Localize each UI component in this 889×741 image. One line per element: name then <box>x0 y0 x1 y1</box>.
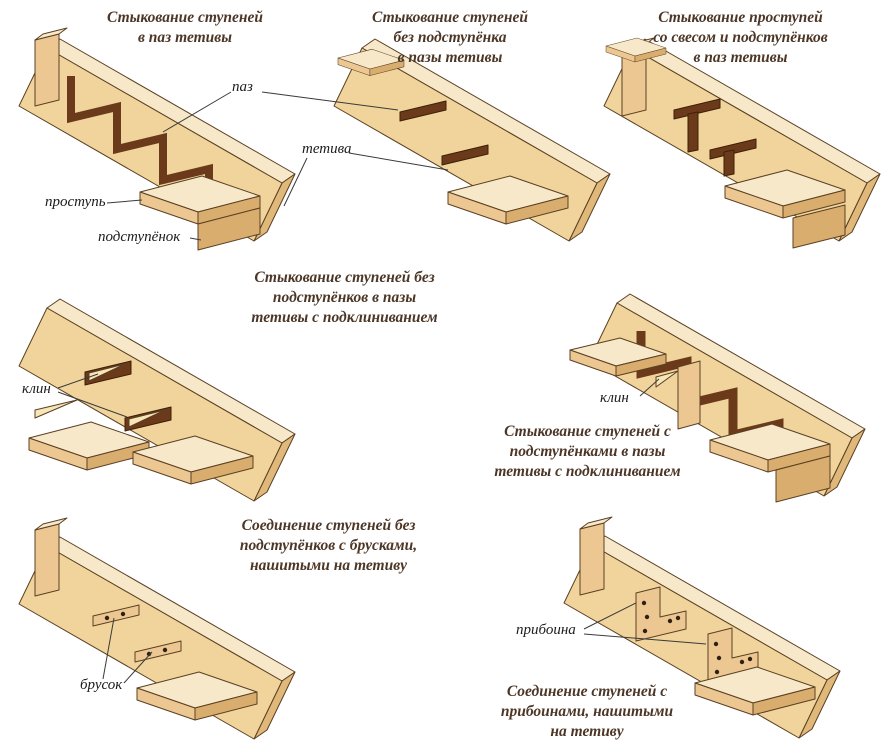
diagram-overhang-joint <box>603 37 881 249</box>
diagram-nailed-blocks <box>563 516 841 739</box>
title-line: тетивы с подклиниванием <box>251 308 438 326</box>
part-label-prostup: проступь <box>45 194 106 210</box>
title-line: подступёнками в пазы <box>509 442 666 460</box>
riser-board <box>792 204 846 249</box>
title-line: подступёнков с брусками, <box>239 536 418 554</box>
tread-groove <box>399 100 489 166</box>
diagram-groove-joint <box>18 27 296 251</box>
loose-tread-board <box>569 337 667 377</box>
zigzag-groove <box>67 76 213 211</box>
diagram-title: Стыкование ступеней в паз тетивы <box>55 8 315 48</box>
title-line: в паз тетивы <box>693 48 788 66</box>
title-line: без подступёнка <box>393 28 507 46</box>
diagram-title: Стыкование ступеней без подступёнка в па… <box>330 8 570 67</box>
title-line: в пазы тетивы <box>397 48 503 66</box>
part-label-paz: паз <box>232 79 253 95</box>
t-shaped-groove <box>673 98 757 177</box>
part-label-brusok: брусок <box>80 677 123 693</box>
title-line: Соединение ступеней без <box>241 517 416 534</box>
part-label-klin: клин <box>22 381 51 397</box>
diagram-wedged-risers <box>569 293 866 503</box>
part-label-tetiva: тетива <box>302 141 352 157</box>
diagram-no-riser-joint <box>333 38 611 242</box>
title-line: Стыкование ступеней <box>372 9 528 26</box>
diagram-title: Стыкование ступеней без подступёнков в п… <box>212 268 477 327</box>
diagram-title: Соединение ступеней с прибоинами, нашиты… <box>472 682 702 741</box>
part-label-podstupenok: подступёнок <box>98 229 181 245</box>
riser-board <box>677 360 701 430</box>
nailed-block <box>635 586 687 642</box>
title-line: нашитыми на тетиву <box>249 556 408 574</box>
title-line: в паз тетивы <box>138 28 232 46</box>
title-line: со свесом и подступёнков <box>653 28 828 46</box>
title-line: Стыкование проступей <box>658 9 823 26</box>
title-line: Стыкование ступеней с <box>504 423 671 440</box>
title-line: Соединение ступеней с <box>506 683 668 700</box>
diagram-title: Стыкование проступей со свесом и подступ… <box>598 8 883 67</box>
lower-riser-board <box>775 455 831 503</box>
title-line: Стыкование ступеней без <box>254 269 435 286</box>
title-line: тетивы с подклиниванием <box>494 462 681 480</box>
part-label-klin: клин <box>600 390 629 406</box>
title-line: подступёнков в пазы <box>272 288 417 306</box>
riser-board <box>197 207 261 251</box>
title-line: прибоинами, нашитыми <box>500 702 674 720</box>
diagram-title: Соединение ступеней без подступёнков с б… <box>196 516 461 575</box>
diagram-title: Стыкование ступеней с подступёнками в па… <box>470 422 705 481</box>
title-line: Стыкование ступеней <box>107 9 263 26</box>
title-line: на тетиву <box>550 722 624 740</box>
part-label-priboina: прибоина <box>516 622 576 638</box>
